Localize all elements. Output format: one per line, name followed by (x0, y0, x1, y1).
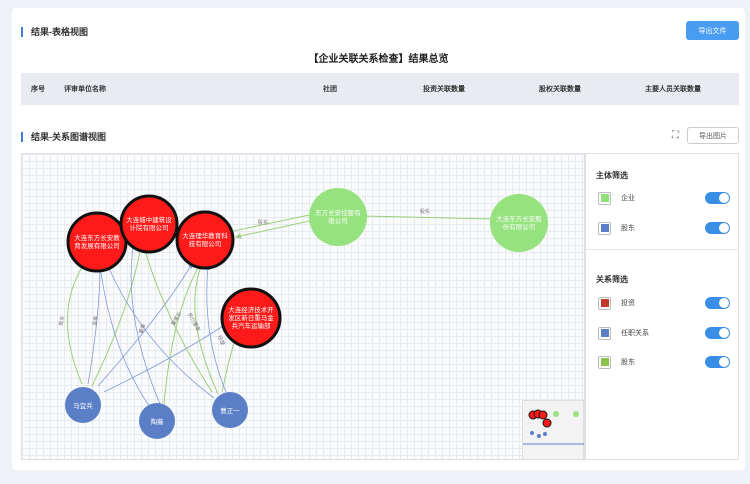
color-swatch[interactable] (598, 221, 611, 235)
node-label-line: 东方长安控股有 (315, 208, 361, 217)
minimap-svg (523, 409, 584, 445)
filter-label: 股东 (621, 225, 635, 232)
edge-s2-s1[interactable]: 股东 (361, 208, 495, 220)
toggle-switch[interactable] (705, 327, 730, 339)
subject-filter-title: 主体筛选 (596, 171, 628, 180)
graph-minimap[interactable] (522, 400, 584, 459)
toggle-switch[interactable] (705, 192, 730, 204)
node-person[interactable]: 陶薇 (139, 403, 175, 439)
node-label-line: 大连东方长安股 (496, 214, 542, 223)
table-section-title: 结果-表格视图 (21, 27, 88, 37)
color-swatch[interactable] (598, 296, 611, 310)
edge-label-p2-c2: 董事 (137, 323, 147, 335)
edge-s1-c3[interactable]: 股东 (223, 213, 315, 239)
graph-section-title: 结果-关系图谱视图 (21, 132, 106, 142)
node-label-line: 发区新日重马金 (228, 313, 274, 322)
edge-label-p1-c1: 股东 (57, 315, 66, 326)
filter-label: 企业 (621, 195, 635, 202)
edge-label-p3-c4: 经理 (216, 334, 226, 346)
edge-label-p1-c2: 监事 (91, 315, 100, 326)
toggle-switch[interactable] (705, 297, 730, 309)
node-label-line: 计院有限公司 (130, 223, 169, 232)
node-label-line: 兵汽车运输部 (232, 321, 272, 330)
filter-label: 投资 (621, 300, 635, 307)
main-card: 结果-表格视图 导出文件 【企业关联关系检查】结果总览 序号 评审单位名称 社团… (12, 8, 745, 470)
filter-label: 股东 (621, 359, 635, 366)
col-equity[interactable]: 股权关联数量 (539, 86, 581, 93)
filter-panel: 主体筛选 企业 股东 关系筛选 投资 任职关系 股东 (585, 153, 739, 460)
filter-label: 任职关系 (621, 330, 649, 337)
col-unit-name[interactable]: 评审单位名称 (64, 86, 106, 93)
col-investment[interactable]: 投资关联数量 (423, 86, 465, 93)
node-company[interactable]: 大连东方长安教 育发展有限公司 (66, 211, 128, 273)
filter-item-shareholding[interactable]: 股东 (598, 354, 730, 370)
node-shareholder[interactable]: 大连东方长安股 份有限公司 (490, 194, 548, 252)
color-swatch[interactable] (598, 191, 611, 205)
node-label-line: 大连城中建筑设 (126, 215, 172, 224)
toggle-switch[interactable] (705, 356, 730, 368)
node-label-line: 曹正一 (220, 406, 240, 415)
fullscreen-icon[interactable]: ⛶ (672, 130, 679, 141)
divider (586, 249, 738, 250)
col-group[interactable]: 社团 (323, 86, 337, 93)
filter-item-employment[interactable]: 任职关系 (598, 325, 730, 341)
node-company[interactable]: 大连理华教育科 技有限公司 (175, 210, 235, 270)
node-label-line: 限公司 (328, 216, 348, 225)
table-header: 序号 评审单位名称 社团 投资关联数量 股权关联数量 主要人员关联数量 (21, 73, 739, 105)
node-shareholder[interactable]: 东方长安控股有 限公司 (309, 188, 367, 246)
filter-item-company[interactable]: 企业 (598, 190, 730, 206)
node-label-line: 陶薇 (151, 417, 165, 426)
summary-title: 【企业关联关系检查】结果总览 (308, 54, 449, 65)
node-label-line: 技有限公司 (189, 239, 222, 248)
graph-svg: 股东 股东 股东 (57, 188, 548, 439)
node-company[interactable]: 大连城中建筑设 计院有限公司 (119, 194, 179, 254)
export-file-button[interactable]: 导出文件 (686, 21, 739, 40)
node-person[interactable]: 曹正一 (212, 392, 248, 428)
node-company[interactable]: 大连经济技术开 发区新日重马金 兵汽车运输部 (220, 287, 282, 349)
node-person[interactable]: 马宜兵 (65, 387, 101, 423)
toggle-switch[interactable] (705, 222, 730, 234)
export-image-button[interactable]: 导出图片 (687, 127, 739, 144)
node-label-line: 大连东方长安教 (74, 233, 120, 242)
node-label-line: 份有限公司 (503, 222, 536, 231)
node-label-line: 大连经济技术开 (228, 305, 274, 314)
node-label-line: 大连理华教育科 (182, 231, 228, 240)
col-index[interactable]: 序号 (31, 86, 45, 93)
filter-item-shareholder[interactable]: 股东 (598, 220, 730, 236)
edge-label-s1-c3: 股东 (258, 219, 268, 226)
node-label-line: 育发展有限公司 (74, 241, 120, 250)
filter-item-investment[interactable]: 投资 (598, 295, 730, 311)
edge-label-s2-s1: 股东 (420, 208, 430, 215)
relation-graph[interactable]: 股东 股东 股东 (21, 153, 585, 460)
color-swatch[interactable] (598, 326, 611, 340)
node-label-line: 马宜兵 (73, 401, 93, 410)
relation-filter-title: 关系筛选 (596, 275, 628, 284)
color-swatch[interactable] (598, 355, 611, 369)
col-personnel[interactable]: 主要人员关联数量 (645, 86, 701, 93)
edge-label-p3-c3: 执行董事 (186, 312, 202, 333)
